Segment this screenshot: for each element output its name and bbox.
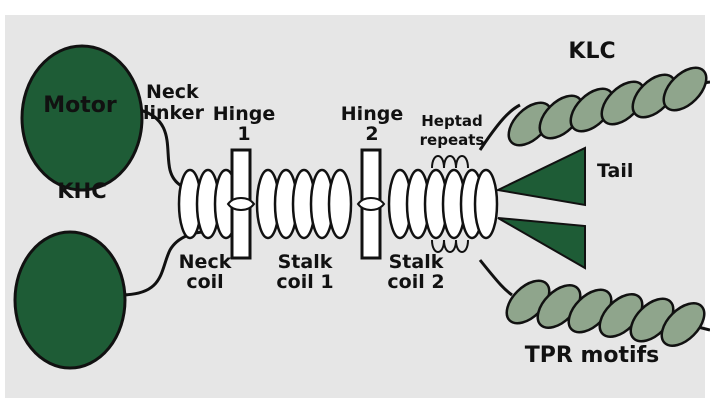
neck-coil-label-line2: coil xyxy=(186,271,223,293)
stalk-coil2-label-line2: coil 2 xyxy=(387,271,444,293)
neck-linker-label-line1: Neck xyxy=(146,81,199,103)
hinge1-label-line2: 1 xyxy=(237,123,250,145)
heptad-label-line1: Heptad xyxy=(421,112,483,130)
upper-motor-domain xyxy=(22,46,142,190)
stalk-coil2-label-line1: Stalk xyxy=(389,251,444,273)
khc-label: KHC xyxy=(57,179,106,203)
hinge-1 xyxy=(228,150,254,258)
lower-motor-domain xyxy=(15,232,125,368)
hinge2-label-line2: 2 xyxy=(365,123,378,145)
hinge1-label-line1: Hinge xyxy=(213,103,275,125)
heptad-label-line2: repeats xyxy=(420,131,485,149)
neck-coil-label-line1: Neck xyxy=(179,251,232,273)
coiled-coil-stalk xyxy=(179,170,497,238)
hinge-2 xyxy=(358,150,384,258)
tail-label: Tail xyxy=(597,160,633,182)
coil-segment xyxy=(475,170,497,238)
coil-segment xyxy=(329,170,351,238)
stalk-coil1-label-line1: Stalk xyxy=(278,251,333,273)
motor-label: Motor xyxy=(43,93,117,118)
tpr-motifs-label: TPR motifs xyxy=(525,343,660,368)
neck-linker-label-line2: linker xyxy=(143,102,205,124)
klc-label: KLC xyxy=(568,39,615,64)
stalk-coil1-label-line2: coil 1 xyxy=(276,271,333,293)
hinge2-label-line1: Hinge xyxy=(341,103,403,125)
